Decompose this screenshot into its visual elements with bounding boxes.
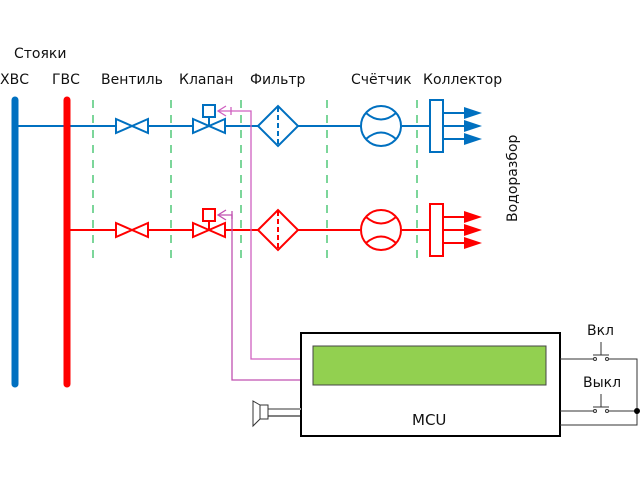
hot-control-line <box>216 209 301 381</box>
off-button-label: Выкл <box>583 375 622 391</box>
junction-dot <box>634 408 640 414</box>
hot-riser-label: ГВС <box>52 72 80 88</box>
manifold-label: Коллектор <box>423 72 503 88</box>
valve-label: Вентиль <box>101 72 163 88</box>
cold-valve-icon <box>115 117 149 135</box>
hot-solenoid-valve-icon <box>192 208 226 239</box>
cold-filter-icon <box>256 104 300 148</box>
cold-manifold-icon <box>429 99 482 153</box>
solenoid-valve-label: Клапан <box>179 72 234 88</box>
on-button-label: Вкл <box>587 323 615 339</box>
hot-meter-icon <box>360 209 402 251</box>
cold-riser-label: ХВС <box>0 72 29 88</box>
off-button-icon[interactable] <box>593 394 609 413</box>
mcu-label: MCU <box>412 411 447 429</box>
cold-meter-icon <box>360 105 402 147</box>
on-button-icon[interactable] <box>593 342 609 361</box>
meter-label: Счётчик <box>351 72 412 88</box>
button-wiring <box>560 358 638 426</box>
hot-valve-icon <box>115 221 149 239</box>
risers-title: Стояки <box>14 46 67 62</box>
outlet-label: Водоразбор <box>505 134 521 222</box>
speaker-icon <box>252 400 301 428</box>
mcu-display <box>312 345 547 386</box>
hot-manifold-icon <box>429 203 482 257</box>
hot-filter-icon <box>256 208 300 252</box>
section-separators <box>92 100 418 258</box>
filter-label: Фильтр <box>250 72 306 88</box>
cold-solenoid-valve-icon <box>192 104 226 135</box>
cold-control-line <box>216 105 301 360</box>
